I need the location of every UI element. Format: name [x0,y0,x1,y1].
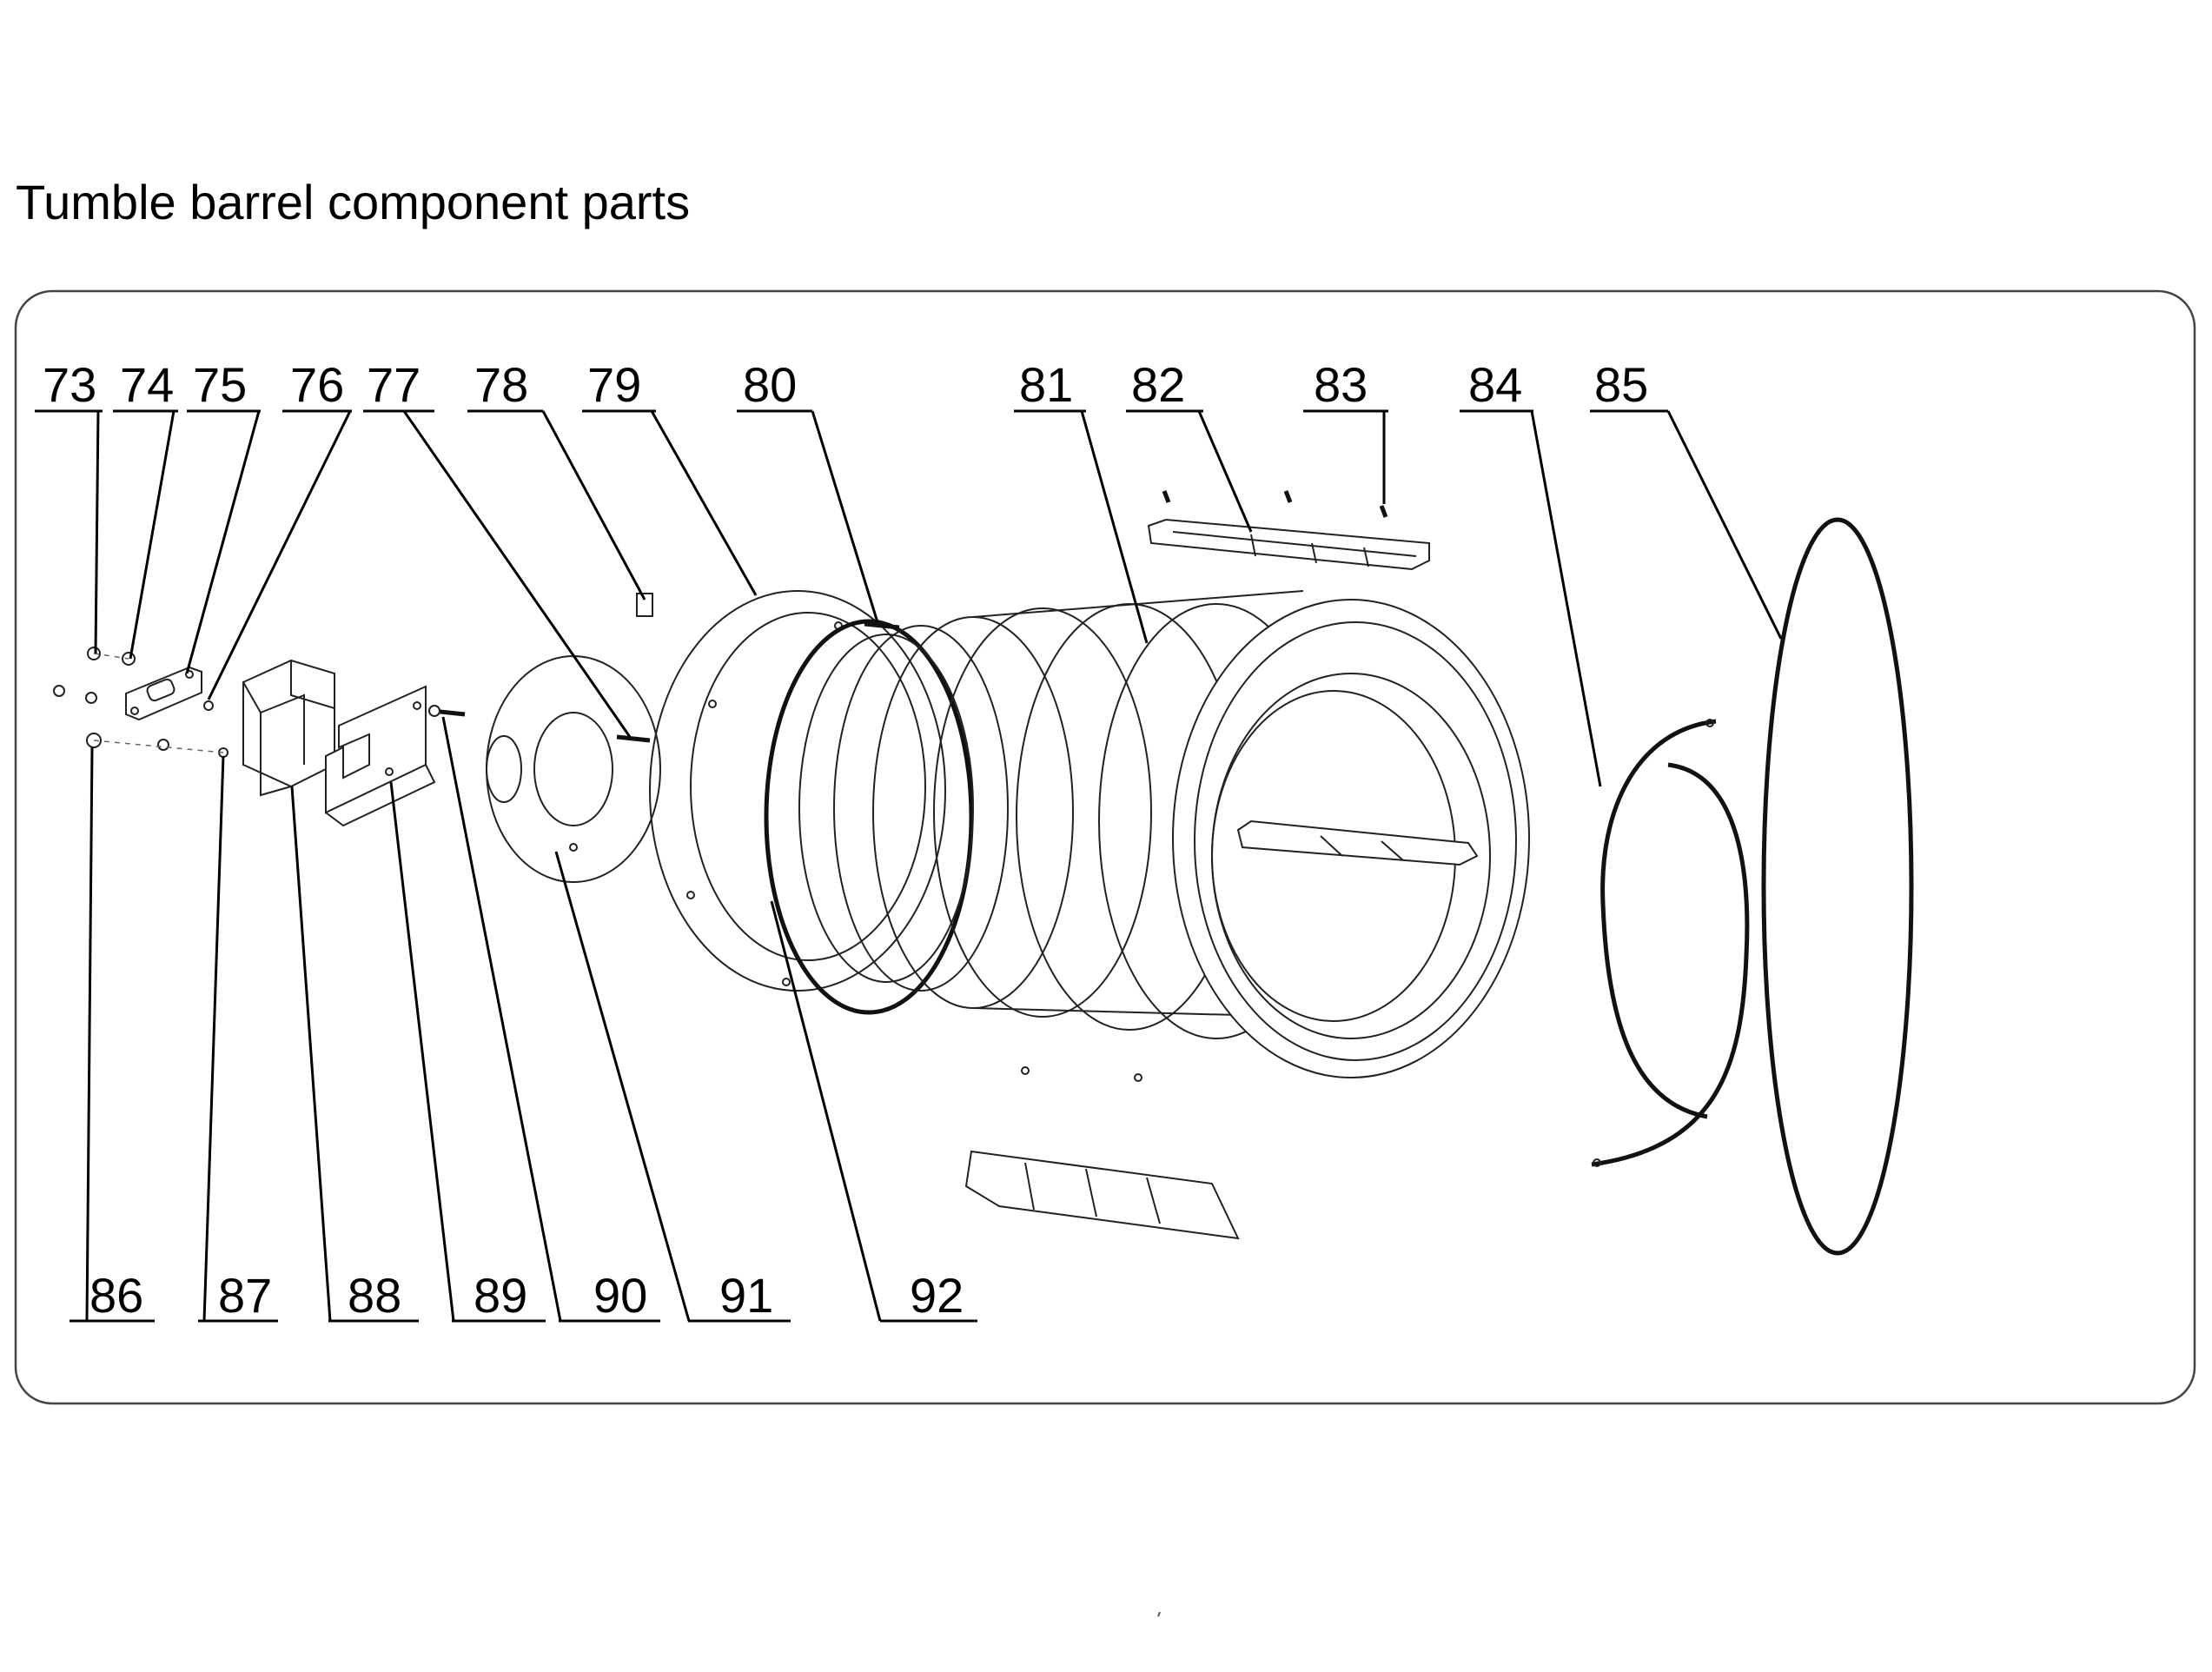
part-84-ring-right [1591,762,1750,1167]
part-85-seal-ring [1761,517,1914,1256]
part-78-clip [636,593,653,617]
part-83-screw-2 [1379,505,1388,518]
label-73: 73 [43,357,96,412]
label-88: 88 [348,1268,401,1323]
scan-speck [1157,1611,1161,1617]
label-80: 80 [743,357,797,412]
label-82: 82 [1131,357,1185,412]
part-81-inner-lifter [1236,819,1479,866]
diagram-frame [14,289,2196,1405]
label-78: 78 [474,357,528,412]
part-lifter-bottom [964,1150,1240,1240]
parts-illustration [53,490,1914,1256]
label-77: 77 [367,357,421,412]
label-83: 83 [1314,357,1368,412]
part-88-bracket [242,659,335,788]
part-84-ring-left [1600,719,1717,1119]
label-74: 74 [120,357,174,412]
leader-lines [35,409,1783,1323]
label-86: 86 [89,1268,143,1323]
part-89-plate [325,685,427,814]
part-77-screw [616,734,651,743]
part-82-lifter [1147,518,1430,571]
label-90: 90 [593,1268,647,1323]
part-79-rear-panel [649,590,946,992]
label-91: 91 [719,1268,773,1323]
part-number-labels: 73 74 75 76 77 78 79 80 81 82 83 84 85 8… [43,357,1648,1323]
label-76: 76 [290,357,344,412]
diagram-title: Tumble barrel component parts [16,175,691,229]
label-85: 85 [1594,357,1648,412]
part-81-drum [798,590,1530,1082]
part-82-screw [1162,490,1171,503]
part-91-bearing-flange [486,655,661,883]
part-76-screw [203,700,214,711]
label-89: 89 [474,1268,527,1323]
label-87: 87 [218,1268,272,1323]
label-79: 79 [587,357,641,412]
part-87-screw [157,739,169,751]
label-81: 81 [1019,357,1073,412]
label-75: 75 [193,357,247,412]
label-84: 84 [1468,357,1522,412]
part-83-screw-1 [1283,490,1293,503]
part-washer-left [53,685,65,697]
part-92-gasket [764,619,974,1015]
label-92: 92 [910,1268,964,1323]
part-washer-mid [85,692,97,704]
